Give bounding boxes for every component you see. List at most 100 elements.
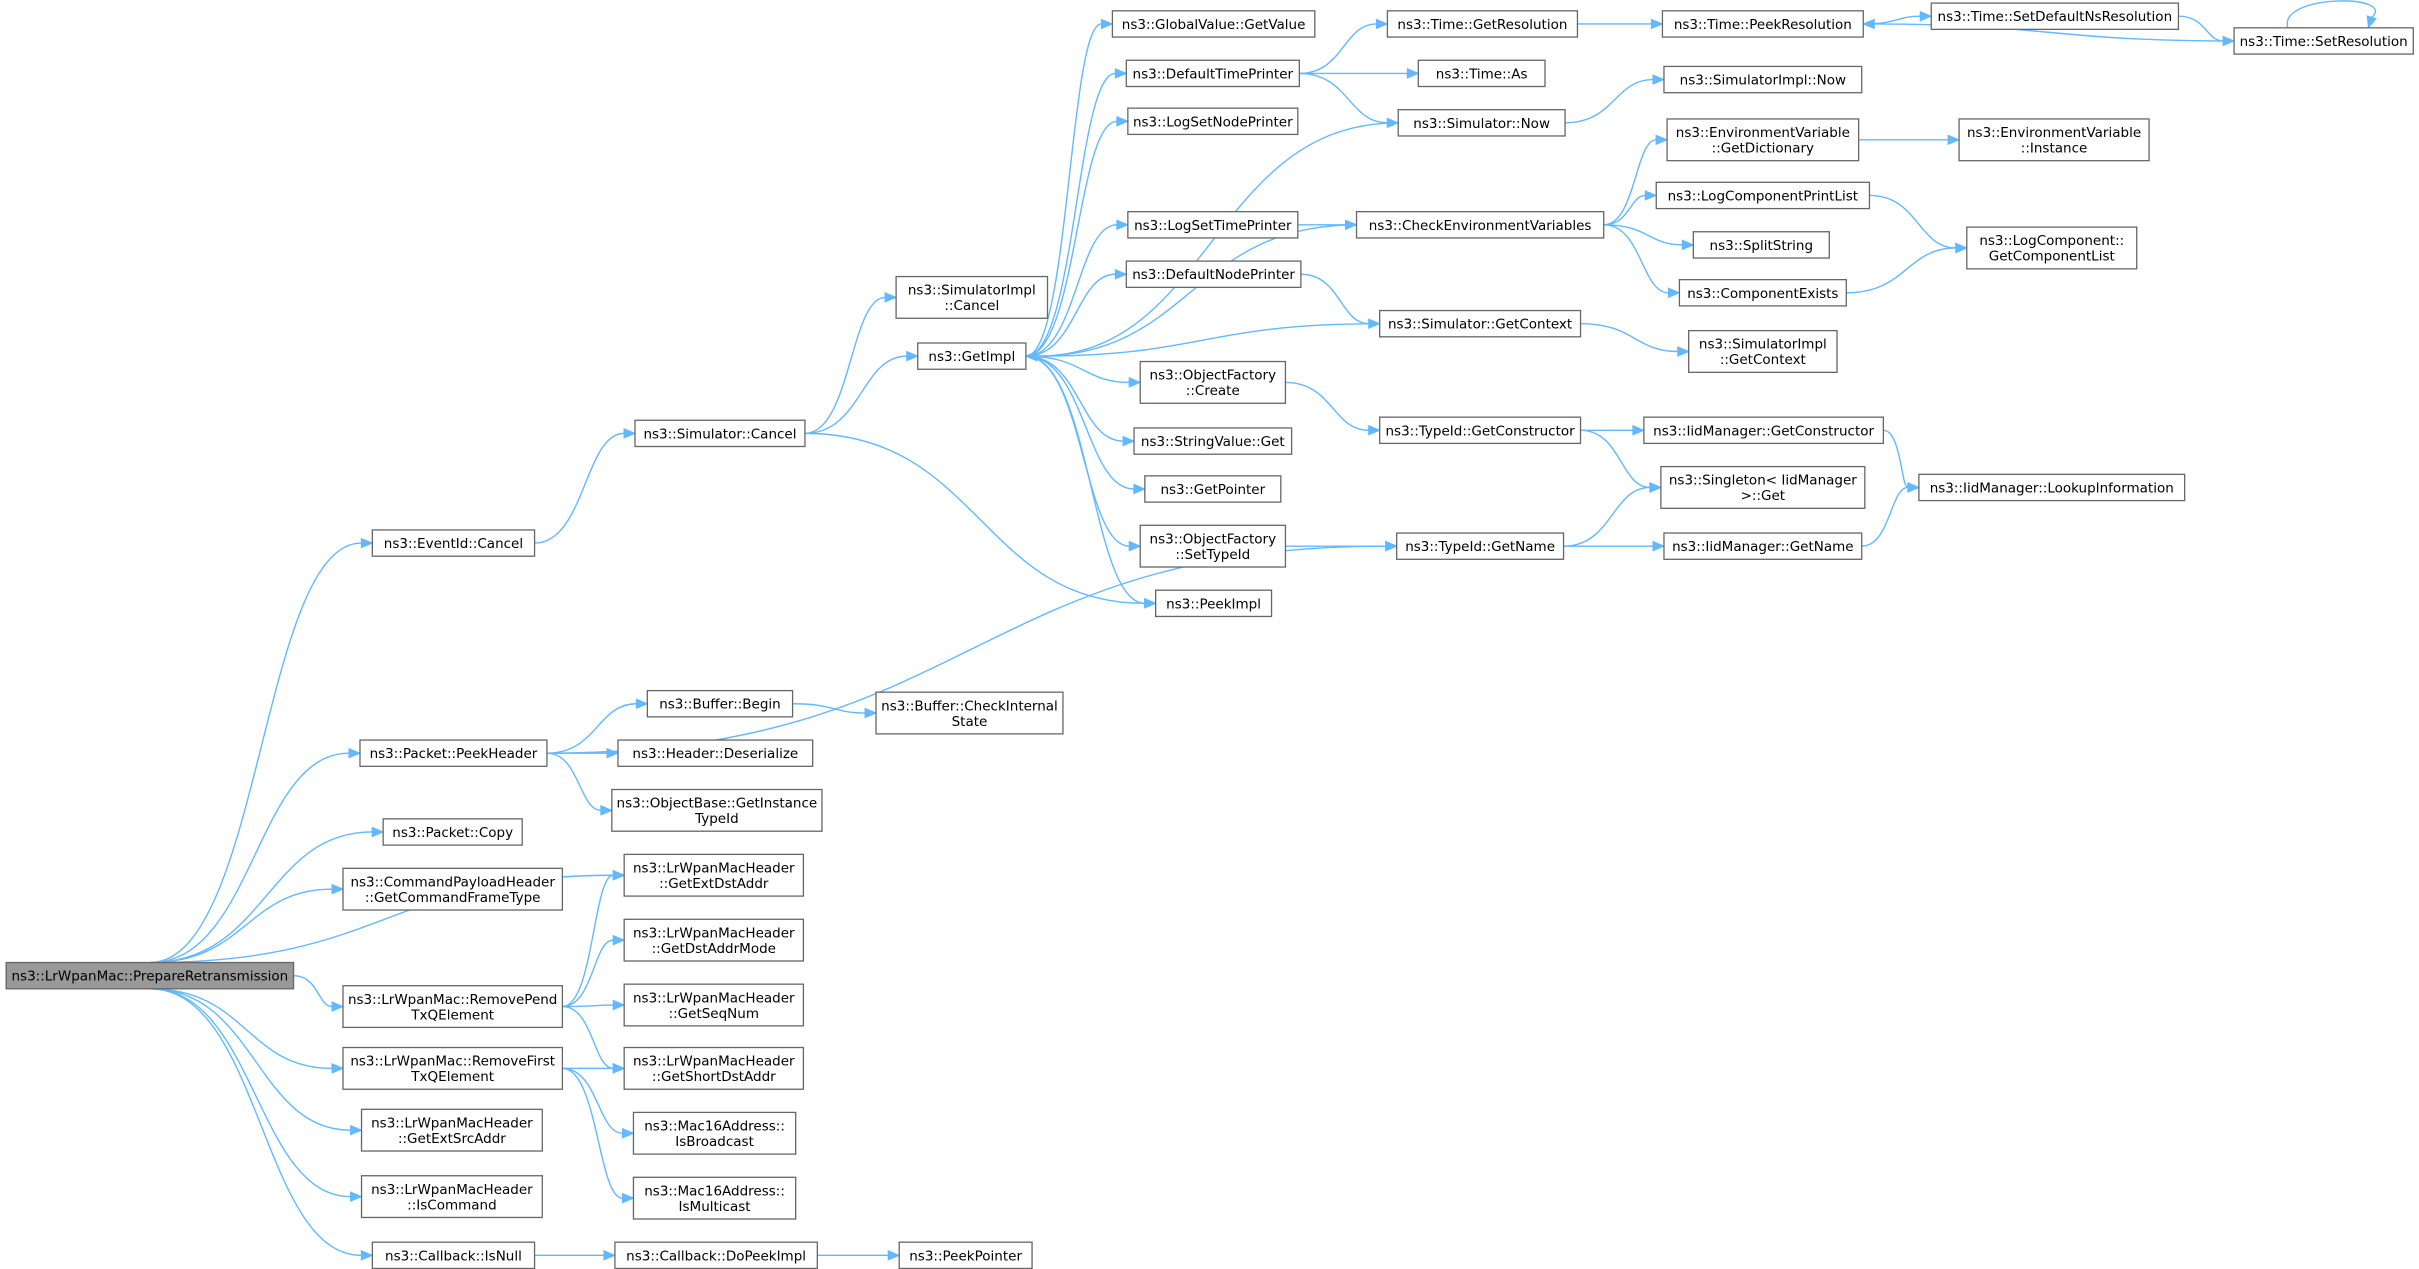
node-label: TxQElement (410, 1069, 494, 1085)
node-root[interactable]: ns3::LrWpanMac::PrepareRetransmission (5, 961, 295, 990)
call-edge-getimpl-to-logsetnodeprinter (1025, 115, 1130, 357)
node-stringvalue-get[interactable]: ns3::StringValue::Get (1133, 427, 1293, 455)
node-label: ns3::TypeId::GetConstructor (1386, 423, 1576, 439)
node-packet-peekheader[interactable]: ns3::Packet::PeekHeader (359, 739, 548, 767)
node-simimpl-now[interactable]: ns3::SimulatorImpl::Now (1663, 65, 1863, 94)
node-mac16-isbroadcast[interactable]: ns3::Mac16Address::IsBroadcast (632, 1111, 797, 1155)
call-edge-root-to-packet_peekheader (149, 747, 362, 964)
node-singleton-get[interactable]: ns3::Singleton< IidManager >::Get (1660, 465, 1866, 509)
node-iscommand[interactable]: ns3::LrWpanMacHeader::IsCommand (360, 1175, 543, 1219)
node-label: ns3::IidManager::LookupInformation (1930, 480, 2174, 496)
node-label: ns3::GetPointer (1160, 482, 1265, 498)
node-getimpl[interactable]: ns3::GetImpl (917, 342, 1027, 370)
node-logcomponent-getcomponentlist[interactable]: ns3::LogComponent::GetComponentList (1966, 226, 2138, 270)
call-edge-removefirst-to-mac16_ismulticast (562, 1067, 635, 1204)
node-label: ns3::SplitString (1710, 238, 1814, 254)
call-edge-packet_peekheader-to-objectbase_getinstancetypeid (546, 752, 614, 816)
node-time-getresolution[interactable]: ns3::Time::GetResolution (1386, 10, 1579, 38)
node-buffer-begin[interactable]: ns3::Buffer::Begin (646, 689, 794, 718)
call-edge-packet_peekheader-to-buffer_begin (546, 698, 649, 754)
node-defaulttimeprinter[interactable]: ns3::DefaultTimePrinter (1125, 59, 1300, 88)
node-getextsrcaddr[interactable]: ns3::LrWpanMacHeader::GetExtSrcAddr (360, 1108, 543, 1152)
call-edge-getimpl-to-getpointer (1025, 355, 1147, 495)
node-eventid-cancel[interactable]: ns3::EventId::Cancel (371, 529, 536, 557)
node-globalvalue-getvalue[interactable]: ns3::GlobalValue::GetValue (1111, 10, 1316, 38)
node-header-deserialize[interactable]: ns3::Header::Deserialize (617, 739, 814, 767)
node-logsettimeprinter[interactable]: ns3::LogSetTimePrinter (1127, 211, 1299, 239)
node-iidmanager-lookupinformation[interactable]: ns3::IidManager::LookupInformation (1918, 473, 2186, 502)
call-edge-checkenvvars-to-getimpl (1024, 224, 1357, 362)
node-time-peekresolution[interactable]: ns3::Time::PeekResolution (1661, 10, 1864, 38)
node-label: ns3::ComponentExists (1687, 286, 1838, 302)
call-edge-getimpl-to-logsettimeprinter (1025, 219, 1130, 357)
node-label: ns3::IidManager::GetConstructor (1653, 423, 1874, 439)
node-getextdstaddr[interactable]: ns3::LrWpanMacHeader::GetExtDstAddr (623, 853, 805, 897)
node-getshortdstaddr[interactable]: ns3::LrWpanMacHeader::GetShortDstAddr (623, 1046, 805, 1090)
node-splitstring[interactable]: ns3::SplitString (1692, 231, 1830, 259)
node-checkenvvars[interactable]: ns3::CheckEnvironmentVariables (1355, 211, 1605, 239)
node-envvar-getdictionary[interactable]: ns3::EnvironmentVariable::GetDictionary (1666, 118, 1860, 162)
node-callback-isnull[interactable]: ns3::Callback::IsNull (371, 1241, 536, 1269)
node-time-setdefaultnsresolution[interactable]: ns3::Time::SetDefaultNsResolution (1930, 2, 2180, 31)
node-envvar-instance[interactable]: ns3::EnvironmentVariable::Instance (1958, 118, 2150, 162)
call-edge-checkenvvars-to-envvar_getdictionary (1603, 134, 1669, 226)
node-time-setresolution[interactable]: ns3::Time::SetResolution (2233, 27, 2414, 55)
node-getpointer[interactable]: ns3::GetPointer (1144, 475, 1282, 503)
node-defaultnodeprinter[interactable]: ns3::DefaultNodePrinter (1125, 260, 1302, 289)
node-simulator-cancel[interactable]: ns3::Simulator::Cancel (634, 419, 806, 448)
node-getseqnum[interactable]: ns3::LrWpanMacHeader::GetSeqNum (623, 983, 805, 1027)
node-simulator-getcontext[interactable]: ns3::Simulator::GetContext (1379, 309, 1582, 338)
call-edge-getimpl-to-stringvalue_get (1025, 355, 1136, 447)
node-logsetnodeprinter[interactable]: ns3::LogSetNodePrinter (1127, 107, 1299, 136)
node-label: ns3::Time::SetDefaultNsResolution (1938, 9, 2173, 25)
node-getdstaddrmode[interactable]: ns3::LrWpanMacHeader::GetDstAddrMode (623, 918, 805, 962)
call-graph-edges (149, 0, 2377, 1261)
node-componentexists[interactable]: ns3::ComponentExists (1678, 278, 1847, 307)
node-simimpl-cancel[interactable]: ns3::SimulatorImpl::Cancel (895, 275, 1049, 319)
node-label: ns3::SimulatorImpl (908, 283, 1036, 299)
node-simimpl-getcontext[interactable]: ns3::SimulatorImpl::GetContext (1688, 329, 1838, 373)
node-typeid-getname[interactable]: ns3::TypeId::GetName (1396, 532, 1565, 560)
node-peekimpl[interactable]: ns3::PeekImpl (1155, 589, 1273, 618)
node-label: ns3::Callback::DoPeekImpl (626, 1248, 806, 1264)
node-typeid-getconstructor[interactable]: ns3::TypeId::GetConstructor (1379, 416, 1582, 445)
node-peekpointer[interactable]: ns3::PeekPointer (898, 1241, 1033, 1269)
node-label: ns3::Simulator::GetContext (1388, 317, 1572, 333)
node-cmdpayload-getcmdframetype[interactable]: ns3::CommandPayloadHeader::GetCommandFra… (342, 867, 564, 911)
node-time-as[interactable]: ns3::Time::As (1417, 59, 1546, 88)
node-iidmanager-getname[interactable]: ns3::IidManager::GetName (1663, 532, 1863, 560)
call-edge-typeid_getconstructor-to-iidmanager_getconstructor (1580, 424, 1646, 436)
node-objectfactory-settypeid[interactable]: ns3::ObjectFactory::SetTypeId (1139, 524, 1287, 568)
node-label: ns3::DefaultTimePrinter (1133, 66, 1294, 82)
node-callback-dopeekimpl[interactable]: ns3::Callback::DoPeekImpl (614, 1241, 818, 1269)
node-logcomponentprintlist[interactable]: ns3::LogComponentPrintList (1655, 181, 1871, 210)
node-label: ns3::Packet::Copy (392, 825, 513, 841)
call-edge-removepend-to-getshortdstaddr (562, 1005, 626, 1074)
node-label: ns3::ObjectFactory (1150, 368, 1277, 384)
node-label: ns3::LrWpanMac::RemovePend (348, 992, 557, 1008)
node-packet-copy[interactable]: ns3::Packet::Copy (382, 818, 523, 846)
call-edge-defaulttimeprinter-to-simulator_now (1299, 72, 1400, 129)
node-iidmanager-getconstructor[interactable]: ns3::IidManager::GetConstructor (1643, 416, 1885, 445)
node-label: ns3::LogComponentPrintList (1668, 188, 1858, 204)
node-simulator-now[interactable]: ns3::Simulator::Now (1397, 109, 1566, 137)
node-label: ns3::PeekImpl (1166, 596, 1261, 612)
node-objectfactory-create[interactable]: ns3::ObjectFactory::Create (1139, 360, 1287, 404)
call-edge-callback_isnull-to-callback_dopeekimpl (534, 1249, 617, 1261)
node-label: ns3::IidManager::GetName (1672, 539, 1854, 555)
call-edge-root-to-getextsrcaddr (149, 988, 363, 1136)
node-label: ns3::SimulatorImpl (1699, 337, 1827, 353)
call-edge-simulator_cancel-to-simimpl_cancel (804, 292, 898, 435)
node-mac16-ismulticast[interactable]: ns3::Mac16Address::IsMulticast (632, 1176, 797, 1220)
node-label: State (952, 714, 988, 730)
call-graph-nodes: ns3::LrWpanMac::PrepareRetransmissionns3… (5, 2, 2414, 1269)
call-edge-callback_dopeekimpl-to-peekpointer (817, 1249, 901, 1261)
call-edge-root-to-removefirst (149, 988, 345, 1074)
node-label: ns3::Singleton< IidManager (1669, 473, 1857, 489)
node-label: ns3::Buffer::Begin (659, 697, 781, 713)
